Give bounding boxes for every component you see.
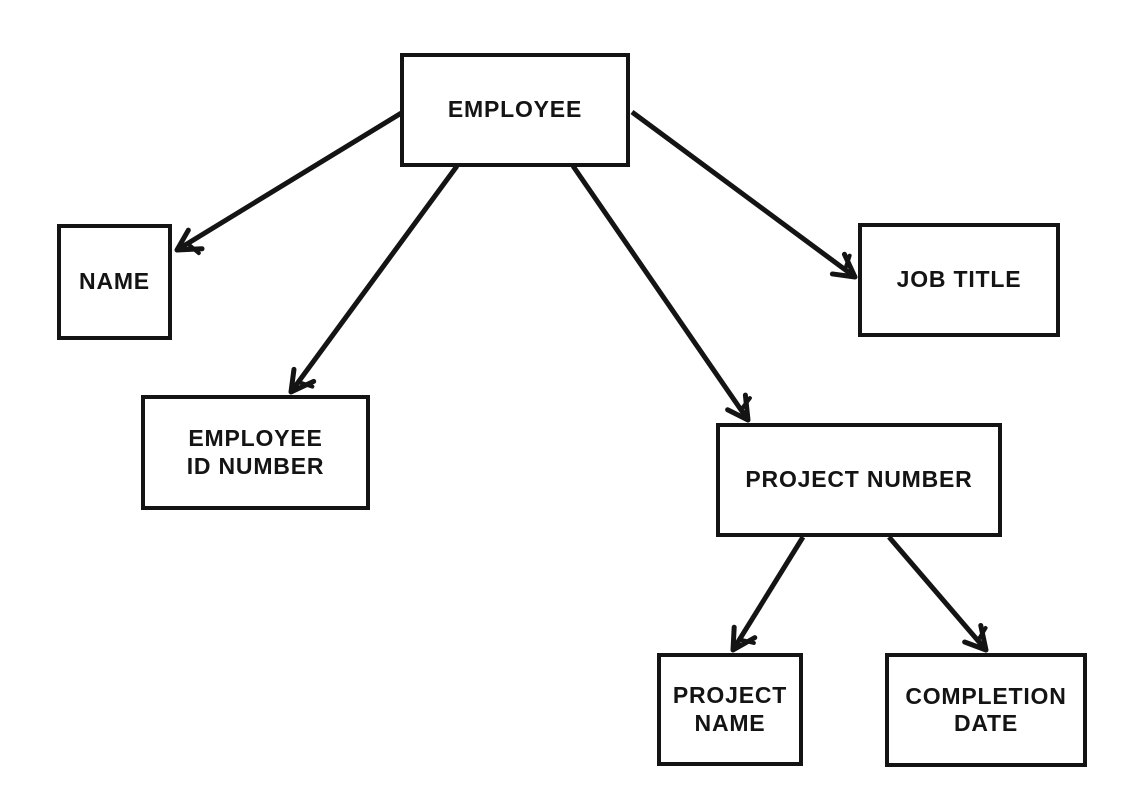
node-project-name-label: PROJECT NAME (672, 682, 788, 736)
node-name-label: NAME (79, 268, 150, 295)
node-job-title: JOB TITLE (858, 223, 1060, 337)
edge-employee-id-number (288, 164, 460, 395)
node-employee-id-number-label: EMPLOYEE ID NUMBER (186, 425, 325, 479)
node-employee: EMPLOYEE (400, 53, 630, 167)
node-project-name: PROJECT NAME (657, 653, 803, 766)
node-project-number: PROJECT NUMBER (716, 423, 1002, 537)
node-job-title-label: JOB TITLE (896, 266, 1022, 293)
node-completion-date-label: COMPLETION DATE (905, 682, 1067, 736)
node-name: NAME (57, 224, 172, 340)
node-employee-label: EMPLOYEE (447, 96, 583, 123)
node-completion-date: COMPLETION DATE (885, 653, 1087, 767)
node-project-number-label: PROJECT NUMBER (745, 466, 973, 493)
edge-employee-job-title (630, 109, 858, 280)
edge-employee-name (174, 109, 405, 256)
edge-project-number-completion-date (887, 535, 989, 653)
edge-employee-project-number (570, 164, 752, 423)
node-employee-id-number: EMPLOYEE ID NUMBER (141, 395, 370, 510)
edge-project-number-project-name (730, 535, 806, 653)
